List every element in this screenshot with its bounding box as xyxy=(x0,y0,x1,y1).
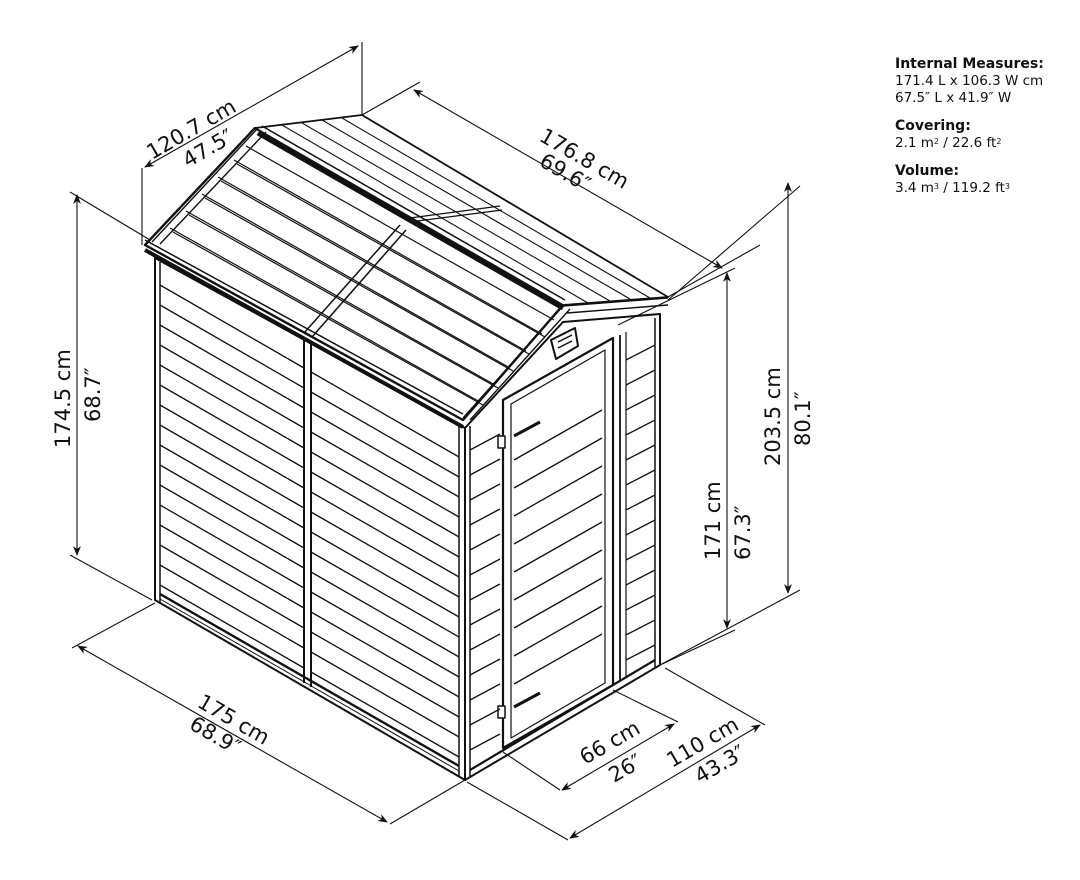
internal-measures-imperial: 67.5″ L x 41.9″ W xyxy=(895,90,1012,106)
volume: Volume: 3.4 m3 / 119.2 ft3 xyxy=(895,163,1075,197)
internal-measures: Internal Measures: 171.4 L x 106.3 W cm … xyxy=(895,56,1075,107)
door-height-cm: 171 cm xyxy=(701,481,725,560)
dimension-lines xyxy=(69,42,801,841)
volume-imperial-exp: 3 xyxy=(1004,182,1010,191)
covering-imperial: / 22.6 ft xyxy=(939,135,997,151)
internal-measures-title: Internal Measures: xyxy=(895,56,1044,72)
volume-title: Volume: xyxy=(895,163,960,179)
total-height-cm: 203.5 cm xyxy=(761,367,785,466)
covering: Covering: 2.1 m2 / 22.6 ft2 xyxy=(895,118,1075,152)
covering-title: Covering: xyxy=(895,118,971,134)
covering-metric-exp: 2 xyxy=(933,137,940,146)
wall-height-in: 68.7″ xyxy=(81,367,105,422)
wall-height-cm: 174.5 cm xyxy=(51,349,75,448)
specs-panel: Internal Measures: 171.4 L x 106.3 W cm … xyxy=(895,56,1075,208)
covering-metric: 2.1 m xyxy=(895,135,934,151)
covering-value: 2.1 m2 / 22.6 ft2 xyxy=(895,135,1075,152)
covering-imperial-exp: 2 xyxy=(996,137,1002,146)
internal-measures-metric: 171.4 L x 106.3 W cm xyxy=(895,73,1044,89)
gable-wall xyxy=(464,313,661,781)
volume-imperial: / 119.2 ft xyxy=(939,180,1005,196)
volume-metric: 3.4 m xyxy=(895,180,934,196)
door-height-in: 67.3″ xyxy=(731,505,755,560)
volume-value: 3.4 m3 / 119.2 ft3 xyxy=(895,180,1075,197)
total-height-in: 80.1″ xyxy=(791,391,815,446)
volume-metric-exp: 3 xyxy=(933,182,940,191)
